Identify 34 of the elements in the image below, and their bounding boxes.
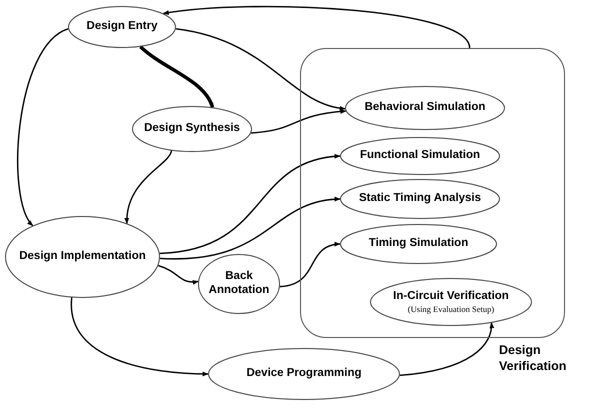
process-ellipse [68, 6, 176, 48]
process-ellipse [132, 106, 252, 152]
process-ellipse [208, 348, 400, 400]
node-label: Functional Simulation [360, 149, 480, 163]
arrow [176, 28, 346, 110]
node-label: Behavioral Simulation [364, 101, 486, 115]
arrow [400, 322, 494, 376]
process-ellipse [198, 254, 280, 314]
node-label: Device Programming [246, 367, 362, 381]
arrow [162, 6, 470, 48]
node-label: Static Timing Analysis [358, 192, 482, 206]
process-ellipse [340, 179, 500, 219]
arrow [139, 45, 214, 108]
process-ellipse [340, 137, 500, 175]
arrow [17, 28, 69, 226]
process-ellipse [5, 216, 160, 298]
node-subtitle: (Using Evaluation Setup) [408, 304, 494, 314]
arrow [124, 150, 172, 224]
process-ellipse [370, 278, 532, 326]
node-label: Back Annotation [208, 270, 270, 298]
arrow [160, 197, 341, 260]
group-heading: Design Verification [499, 343, 568, 374]
node-label: Design Synthesis [144, 122, 240, 136]
arrow [160, 154, 341, 254]
process-ellipse [340, 224, 497, 264]
arrow [158, 264, 199, 284]
arrow [280, 242, 341, 288]
arrow [71, 298, 209, 376]
node-label: Design Entry [86, 20, 158, 34]
node-label: In-Circuit Verification [393, 290, 509, 304]
node-label: Design Implementation [19, 250, 146, 264]
process-ellipse [345, 86, 505, 130]
arrow [251, 109, 346, 134]
node-label: Timing Simulation [368, 237, 468, 251]
